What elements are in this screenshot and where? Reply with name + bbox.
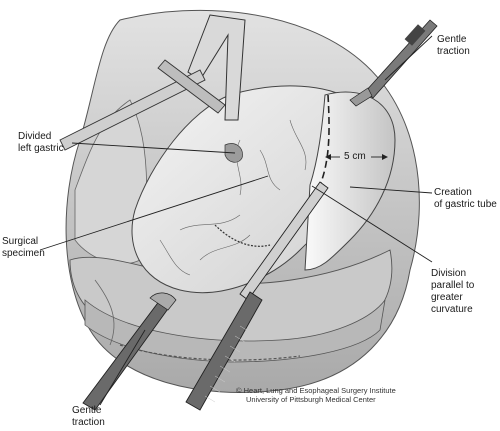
grasper-top [349,19,438,107]
label-surgical-specimen: Surgical specimen [2,236,45,259]
label-gentle-traction-top: Gentle traction [437,34,470,57]
label-gentle-traction-bottom: Gentle traction [72,405,105,428]
retractor [59,14,246,151]
copyright-notice: © Heart, Lung and Esophageal Surgery Ins… [236,386,396,404]
stapler [185,181,329,411]
grasper-bottom [82,292,177,411]
leader-lines [39,35,433,406]
label-division-parallel: Division parallel to greater curvature [431,268,475,315]
label-creation-gastric-tube: Creation of gastric tube [434,187,497,210]
label-distance: 5 cm [344,151,366,162]
gastric-tube [304,91,396,271]
label-divided-left-gastric: Divided left gastric [18,131,64,154]
